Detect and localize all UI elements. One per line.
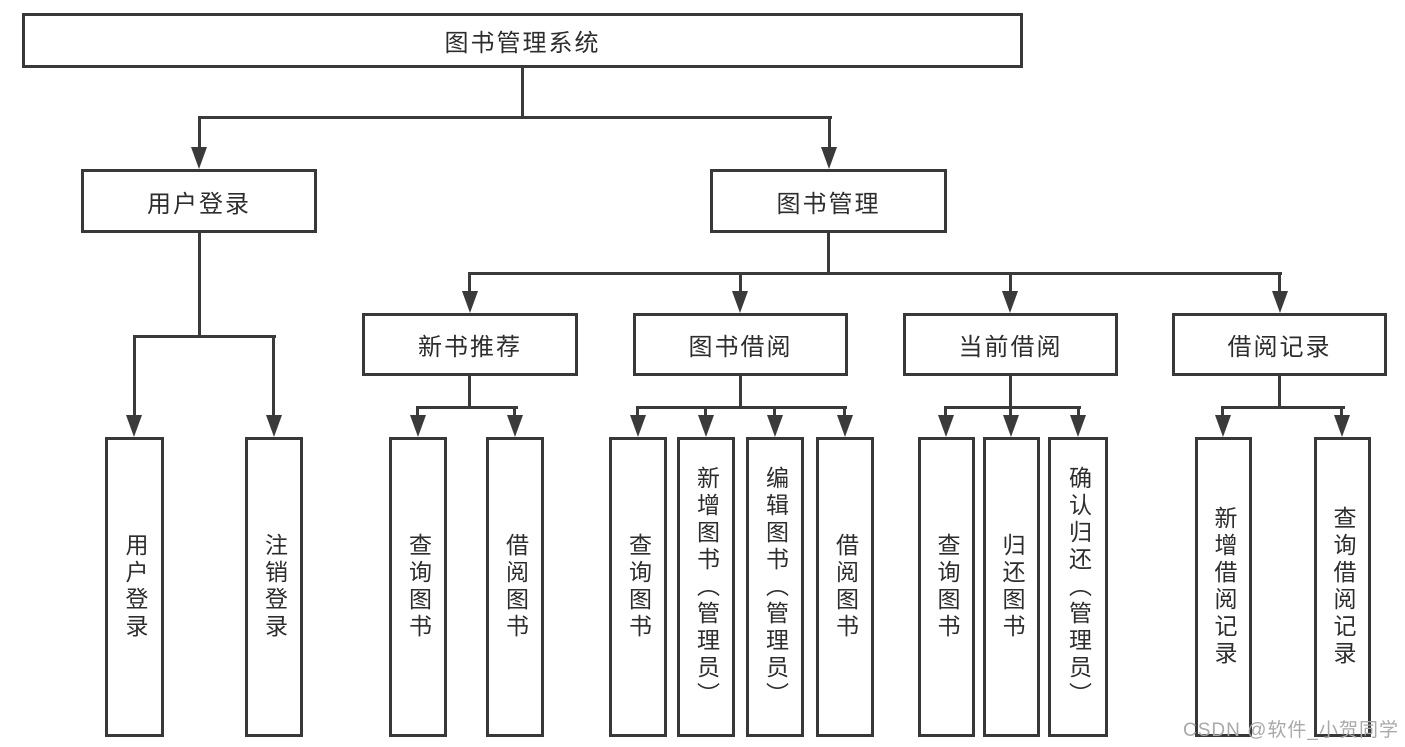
node-leaf-query-book-3-label: 查询图书: [934, 533, 960, 641]
connector-line: [521, 68, 524, 118]
node-leaf-query-book-2-label: 查询图书: [625, 533, 652, 641]
connector-line: [198, 116, 832, 119]
connector-line: [1221, 406, 1345, 409]
connector-line: [739, 272, 742, 294]
arrowhead-down-icon: [507, 415, 523, 437]
arrowhead-down-icon: [1272, 291, 1288, 313]
connector-line: [739, 376, 742, 408]
connector-line: [828, 116, 831, 151]
node-leaf-logout: 注销登录: [245, 437, 303, 737]
connector-line: [198, 116, 201, 151]
node-leaf-query-book-1: 查询图书: [389, 437, 447, 737]
connector-line: [1009, 406, 1012, 418]
arrowhead-down-icon: [821, 147, 837, 169]
node-leaf-edit-book: 编辑图书（管理员）: [746, 437, 804, 737]
node-leaf-logout-label: 注销登录: [261, 533, 288, 641]
connector-line: [827, 233, 830, 274]
arrowhead-down-icon: [1003, 415, 1019, 437]
connector-line: [944, 406, 1081, 409]
arrowhead-down-icon: [767, 415, 783, 437]
connector-line: [513, 406, 516, 418]
connector-line: [468, 272, 1282, 275]
connector-line: [468, 376, 471, 408]
connector-line: [636, 406, 639, 418]
arrowhead-down-icon: [126, 415, 142, 437]
connector-line: [468, 272, 471, 294]
arrowhead-down-icon: [698, 415, 714, 437]
arrowhead-down-icon: [1334, 415, 1350, 437]
arrowhead-down-icon: [732, 291, 748, 313]
node-leaf-query-borrow-record-label: 查询借阅记录: [1330, 506, 1356, 668]
node-leaf-confirm-return-label: 确认归还（管理员）: [1065, 465, 1092, 709]
node-book-management: 图书管理: [710, 169, 947, 233]
node-leaf-edit-book-label: 编辑图书（管理员）: [762, 465, 789, 709]
node-leaf-confirm-return: 确认归还（管理员）: [1048, 437, 1108, 737]
node-leaf-borrow-book-1-label: 借阅图书: [502, 533, 529, 641]
connector-line: [1278, 272, 1281, 294]
connector-line: [843, 406, 846, 418]
node-new-book-recommend: 新书推荐: [362, 313, 578, 376]
arrowhead-down-icon: [630, 415, 646, 437]
connector-line: [133, 335, 276, 338]
node-borrowing-records-label: 借阅记录: [1227, 334, 1332, 361]
connector-line: [1221, 406, 1224, 418]
node-leaf-return-book-label: 归还图书: [999, 533, 1025, 641]
arrowhead-down-icon: [837, 415, 853, 437]
arrowhead-down-icon: [462, 291, 478, 313]
connector-line: [1340, 406, 1343, 418]
node-borrowing-records: 借阅记录: [1172, 313, 1387, 376]
node-book-borrowing: 图书借阅: [633, 313, 848, 376]
node-library-system-label: 图书管理系统: [444, 30, 601, 57]
arrowhead-down-icon: [1002, 291, 1018, 313]
node-current-borrowing: 当前借阅: [903, 313, 1118, 376]
connector-line: [1009, 376, 1012, 408]
connector-line: [416, 406, 518, 409]
node-library-system: 图书管理系统: [22, 13, 1023, 68]
connector-line: [416, 406, 419, 418]
connector-line: [636, 406, 847, 409]
arrowhead-down-icon: [191, 147, 207, 169]
connector-line: [944, 406, 947, 418]
connector-line: [272, 335, 275, 417]
node-leaf-add-book: 新增图书（管理员）: [677, 437, 735, 737]
connector-line: [133, 335, 136, 417]
node-leaf-add-borrow-record-label: 新增借阅记录: [1211, 506, 1237, 668]
node-leaf-query-book-1-label: 查询图书: [405, 533, 432, 641]
node-leaf-query-book-3: 查询图书: [918, 437, 975, 737]
node-new-book-recommend-label: 新书推荐: [418, 334, 522, 361]
connector-line: [1009, 272, 1012, 294]
arrowhead-down-icon: [410, 415, 426, 437]
node-leaf-return-book: 归还图书: [983, 437, 1040, 737]
node-leaf-add-borrow-record: 新增借阅记录: [1195, 437, 1252, 737]
node-user-login-label: 用户登录: [147, 190, 251, 218]
arrowhead-down-icon: [938, 415, 954, 437]
node-leaf-add-book-label: 新增图书（管理员）: [693, 465, 720, 709]
node-leaf-user-login-label: 用户登录: [122, 533, 148, 641]
node-leaf-query-book-2: 查询图书: [609, 437, 667, 737]
node-leaf-borrow-book-2: 借阅图书: [816, 437, 874, 737]
node-book-management-label: 图书管理: [776, 190, 881, 218]
arrowhead-down-icon: [266, 415, 282, 437]
node-book-borrowing-label: 图书借阅: [688, 334, 793, 361]
arrowhead-down-icon: [1215, 415, 1231, 437]
connector-line: [1077, 406, 1080, 418]
node-leaf-user-login: 用户登录: [105, 437, 164, 737]
connector-line: [704, 406, 707, 418]
arrowhead-down-icon: [1070, 415, 1086, 437]
connector-line: [198, 233, 201, 337]
watermark: CSDN @软件_小贺同学: [1183, 720, 1399, 741]
node-user-login: 用户登录: [81, 169, 317, 233]
node-current-borrowing-label: 当前借阅: [958, 334, 1063, 361]
connector-line: [773, 406, 776, 418]
node-leaf-borrow-book-2-label: 借阅图书: [832, 533, 859, 641]
node-leaf-query-borrow-record: 查询借阅记录: [1314, 437, 1371, 737]
connector-line: [1278, 376, 1281, 408]
node-leaf-borrow-book-1: 借阅图书: [486, 437, 544, 737]
